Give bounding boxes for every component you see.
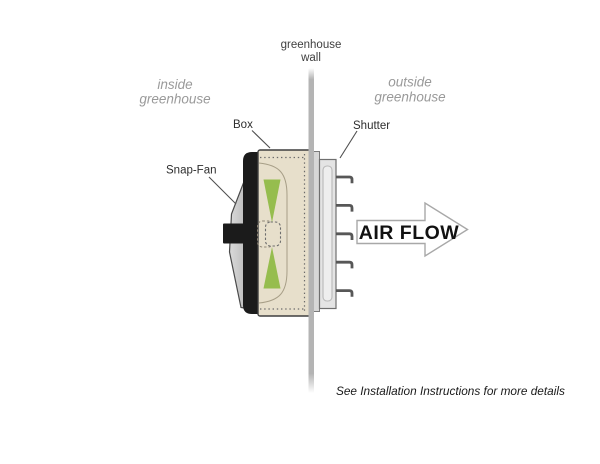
air-flow-arrow xyxy=(356,201,469,258)
fan-hub xyxy=(264,221,282,247)
fan-blade-top xyxy=(263,179,281,223)
shutter-mounting-plate xyxy=(313,151,320,312)
greenhouse-wall-label-line-2: wall xyxy=(300,52,321,64)
shutter-louver xyxy=(336,289,354,297)
fan-hub-back-outline xyxy=(257,220,274,248)
greenhouse-wall xyxy=(308,68,314,393)
box-venturi-outline xyxy=(258,162,288,304)
air-flow-label: AIR FLOW xyxy=(359,222,459,244)
shutter-louver xyxy=(336,175,354,184)
snap-fan-leader-line xyxy=(208,176,237,205)
shutter-louver xyxy=(336,260,354,269)
outside-greenhouse-label-line-2: greenhouse xyxy=(374,90,445,105)
shutter-label: Shutter xyxy=(353,120,390,132)
fan-motor-block xyxy=(223,223,244,244)
shutter-louver xyxy=(336,232,354,240)
greenhouse-wall-label-line-1: greenhouse xyxy=(281,39,342,51)
box-leader-line xyxy=(251,130,271,149)
snap-fan-label: Snap-Fan xyxy=(166,165,217,177)
shutter-louver xyxy=(336,204,354,212)
box-label: Box xyxy=(233,119,253,131)
outside-greenhouse-label-line-1: outside xyxy=(388,75,432,90)
inside-greenhouse-label-line-1: inside xyxy=(157,77,192,92)
inside-greenhouse-label-line-2: greenhouse xyxy=(139,92,210,107)
installation-footnote: See Installation Instructions for more d… xyxy=(336,384,565,398)
shutter-inner-slot xyxy=(322,165,333,302)
fan-blade-bottom xyxy=(263,247,281,289)
fan-frame xyxy=(243,152,262,314)
shutter-leader-line xyxy=(339,130,358,159)
